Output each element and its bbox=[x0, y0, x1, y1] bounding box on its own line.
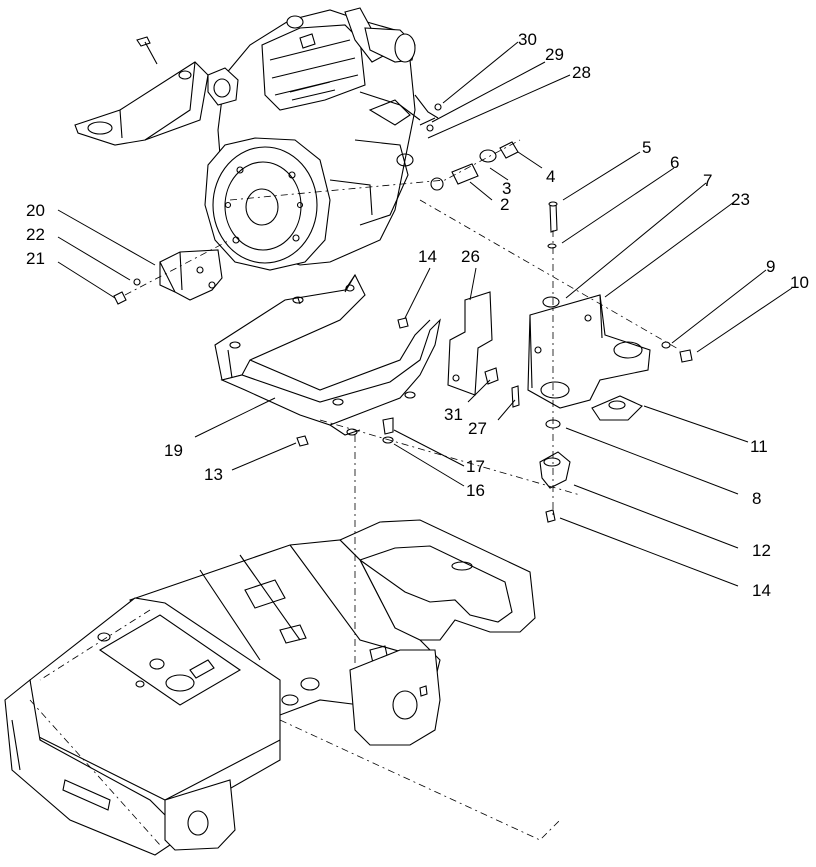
engine-mount-assembly bbox=[527, 201, 693, 523]
callout-16: 16 bbox=[466, 481, 485, 500]
callout-12: 12 bbox=[752, 541, 771, 560]
callout-26: 26 bbox=[461, 247, 480, 266]
callout-11: 11 bbox=[750, 437, 768, 456]
callout-19: 19 bbox=[164, 441, 183, 460]
callout-8: 8 bbox=[752, 489, 761, 508]
callout-17: 17 bbox=[466, 457, 485, 476]
leader-lines bbox=[57, 41, 793, 587]
callout-30: 30 bbox=[518, 30, 537, 49]
chassis-frame bbox=[4, 519, 536, 856]
callout-14-lower: 14 bbox=[752, 581, 771, 600]
callout-23: 23 bbox=[731, 190, 750, 209]
callout-31: 31 bbox=[444, 405, 463, 424]
engine-assembly bbox=[74, 7, 442, 271]
callout-10: 10 bbox=[790, 273, 809, 292]
callout-4: 4 bbox=[546, 167, 555, 186]
callout-7: 7 bbox=[703, 171, 712, 190]
callout-2: 2 bbox=[500, 195, 509, 214]
callout-3: 3 bbox=[502, 179, 511, 198]
mounting-plate bbox=[397, 291, 520, 408]
callout-9: 9 bbox=[766, 257, 775, 276]
callout-29: 29 bbox=[545, 45, 564, 64]
engine-subframe bbox=[214, 273, 441, 447]
callout-6: 6 bbox=[670, 153, 679, 172]
callout-28: 28 bbox=[572, 63, 591, 82]
callout-5: 5 bbox=[642, 138, 651, 157]
callout-27: 27 bbox=[468, 419, 487, 438]
callout-14-upper: 14 bbox=[418, 247, 437, 266]
alignment-lines bbox=[29, 139, 681, 846]
callout-labels: 30 29 28 5 6 7 23 4 3 2 20 22 21 14 26 9… bbox=[26, 30, 809, 600]
callout-20: 20 bbox=[26, 201, 45, 220]
callout-13: 13 bbox=[204, 465, 223, 484]
callout-21: 21 bbox=[26, 249, 45, 268]
callout-22: 22 bbox=[26, 225, 45, 244]
engine-bracket-left bbox=[113, 249, 223, 305]
